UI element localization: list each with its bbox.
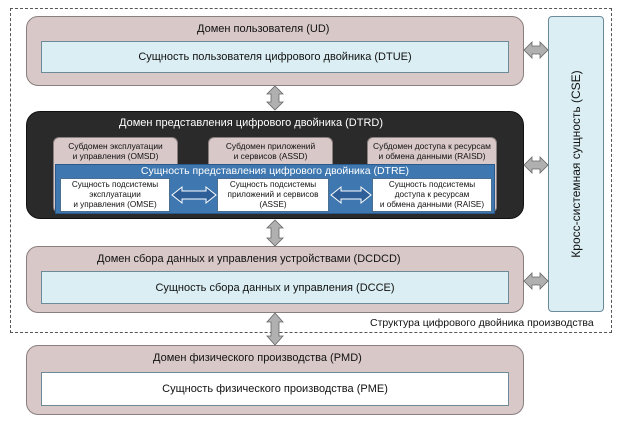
dtrd-cse-arrow xyxy=(523,156,549,174)
user-domain: Домен пользователя (UD) Сущность пользов… xyxy=(26,16,524,86)
ud-dtrd-arrow xyxy=(266,85,284,111)
dcce-entity-label: Сущность сбора данных и управления (DCCE… xyxy=(155,281,395,294)
ud-cse-arrow xyxy=(523,41,549,59)
omsd-line1: Субдомен эксплуатации xyxy=(68,141,163,151)
raise-line1: Сущность подсистемы xyxy=(388,180,476,190)
digital-twin-structure-boundary xyxy=(10,8,612,333)
omse-entity: Сущность подсистемы эксплуатации и управ… xyxy=(60,178,170,212)
raise-entity: Сущность подсистемы доступа к ресурсам и… xyxy=(372,178,492,212)
pmd-domain: Домен физического производства (PMD) Сущ… xyxy=(26,345,524,415)
assd-line1: Субдомен приложений xyxy=(225,141,316,151)
asse-line1: Сущность подсистемы xyxy=(229,180,317,190)
raise-line3: и обмена данными (RAISE) xyxy=(379,199,485,209)
pme-entity: Сущность физического производства (PME) xyxy=(41,372,509,406)
pme-entity-label: Сущность физического производства (PME) xyxy=(162,383,388,395)
dcdcd-pmd-arrow xyxy=(266,312,284,346)
dtue-entity: Сущность пользователя цифрового двойника… xyxy=(41,41,509,73)
asse-entity: Сущность подсистемы приложений и сервисо… xyxy=(217,178,329,212)
omse-line1: Сущность подсистемы xyxy=(71,180,159,190)
dcdcd-domain: Домен сбора данных и управления устройст… xyxy=(26,246,524,313)
dcce-entity: Сущность сбора данных и управления (DCCE… xyxy=(41,271,509,304)
asse-line3: (ASSE) xyxy=(259,199,287,209)
user-domain-title: Домен пользователя (UD) xyxy=(197,23,330,35)
dtrd-title: Домен представления цифрового двойника (… xyxy=(119,117,383,129)
raisd-line2: и обмена данными (RAISD) xyxy=(378,151,486,162)
omse-line3: и управления (OMSE) xyxy=(73,199,157,209)
dtue-entity-label: Сущность пользователя цифрового двойника… xyxy=(138,51,412,63)
assd-line2: и сервисов (ASSD) xyxy=(233,151,308,162)
asse-raise-arrow xyxy=(330,185,372,205)
asse-line2: приложений и сервисов xyxy=(227,190,319,200)
structure-label: Структура цифрового двойника производств… xyxy=(370,317,594,329)
dtrd-dcdcd-arrow xyxy=(266,219,284,247)
cse-entity: Кросс-системная сущность (CSE) xyxy=(548,16,604,312)
cse-label: Кросс-системная сущность (CSE) xyxy=(569,70,583,258)
dtrd-domain: Домен представления цифрового двойника (… xyxy=(26,111,524,219)
raise-line2: доступа к ресурсам xyxy=(394,190,470,200)
raisd-line1: Субдомен доступа к ресурсам xyxy=(373,141,491,151)
omsd-line2: и управления (OMSD) xyxy=(72,151,159,162)
omse-asse-arrow xyxy=(171,185,217,205)
dcdcd-cse-arrow xyxy=(523,272,549,290)
omse-line2: эксплуатации xyxy=(89,190,141,200)
dcdcd-title: Домен сбора данных и управления устройст… xyxy=(97,253,401,265)
pmd-title: Домен физического производства (PMD) xyxy=(153,352,362,364)
dtre-title: Сущность представления цифрового двойник… xyxy=(140,165,410,177)
